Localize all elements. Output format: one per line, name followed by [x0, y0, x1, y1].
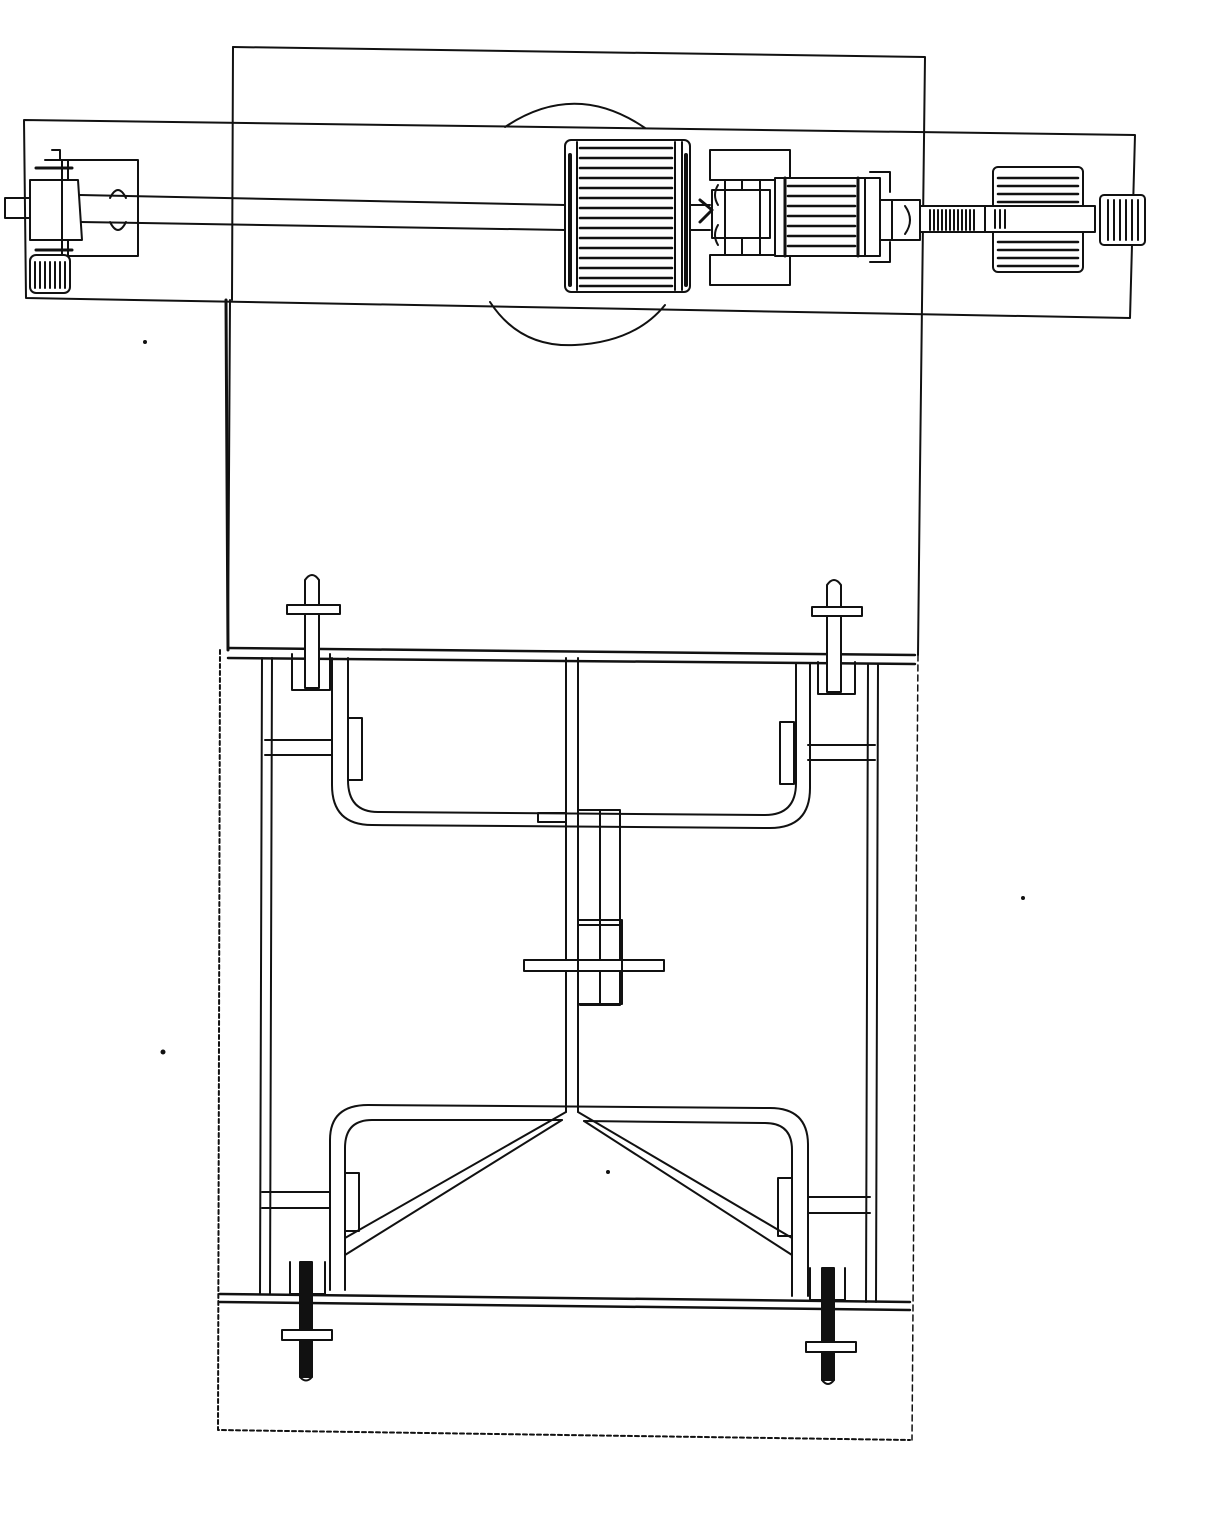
coupling [690, 150, 790, 285]
small-roller [985, 167, 1095, 272]
bottom-right-bolt-icon [806, 1268, 856, 1384]
scan-specks [143, 340, 1025, 1174]
diagonal-brace-right [578, 1112, 792, 1255]
pinion-gear-icon [1100, 195, 1145, 245]
bottom-left-bolt-icon [282, 1262, 332, 1381]
turntable-circle [505, 104, 645, 128]
gear-assembly [775, 172, 920, 262]
top-rail [228, 648, 915, 664]
top-right-bolt-icon [812, 580, 862, 694]
diagonal-brace-left [345, 1112, 566, 1255]
main-shaft [80, 195, 565, 230]
lower-frame [220, 648, 915, 1310]
adjustment-knob-icon [30, 255, 70, 293]
arm-plate [24, 120, 1135, 318]
upper-u-frame [332, 658, 810, 828]
end-block [5, 198, 31, 218]
central-post [566, 658, 578, 1112]
bottom-rail [220, 1294, 910, 1310]
top-left-bolt-icon [287, 575, 340, 690]
arm-assembly [5, 104, 1145, 345]
lower-u-frame [330, 1105, 808, 1296]
base-sheet [218, 47, 925, 1440]
crossbar [524, 960, 664, 971]
main-drum [565, 140, 690, 292]
